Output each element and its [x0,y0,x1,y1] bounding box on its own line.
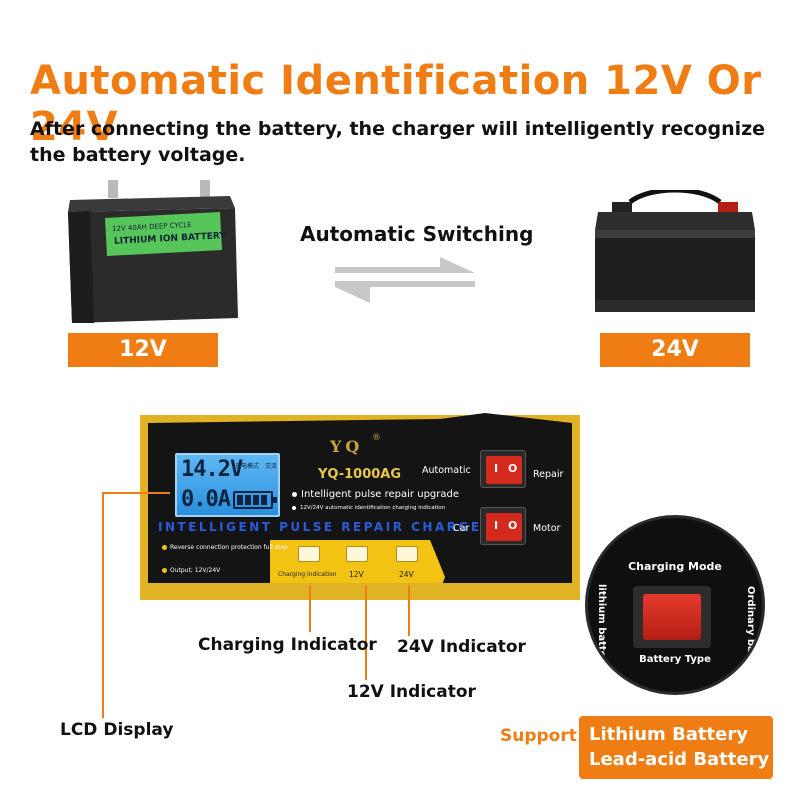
voltage-badge-12v: 12V [68,333,218,367]
zoomed-rocker-switch [633,586,711,648]
registered-mark: ® [372,433,381,443]
lcd-current: 0.0A [181,487,231,512]
lithium-battery-image [68,180,238,323]
page-title: Automatic Identification 12V Or 24V [30,58,762,150]
motor-label: Motor [533,523,561,534]
zoomed-rocker-face [643,594,701,640]
24v-indicator-callout: 24V Indicator [397,637,526,657]
12v-indicator-callout: 12V Indicator [347,682,476,702]
feature-line-2: 12V/24V automatic identification chargin… [292,505,445,511]
lcd-ac-text: 交流 [265,463,278,470]
rocker-face: I O [486,513,522,541]
12v-indication-label: 12V [349,570,364,579]
rocker-off-mark: O [508,462,518,475]
support-label: Support [500,726,577,746]
switching-label: Automatic Switching [300,222,534,246]
lcd-voltage: 14.2V [181,457,243,482]
support-battery-list: Lithium Battery Lead-acid Battery [579,716,773,779]
car-label: Car [453,523,470,534]
rocker-on-mark: I [494,519,499,532]
lcd-display: 14.2V 0.0A 充电模式 交流 [175,453,280,517]
lead-acid-battery-image [595,190,755,312]
battery-level-icon [233,491,277,509]
lcd-mode-text: 充电模式 [235,463,260,470]
charging-indicator-light [298,546,320,562]
24v-indication-label: 24V [399,570,414,579]
support-lithium: Lithium Battery [589,724,748,745]
charger-banner: INTELLIGENT PULSE REPAIR CHARGER [158,520,494,534]
lcd-display-callout: LCD Display [60,720,174,740]
switch-zoom-detail: Charging Mode lithium battery Ordinary b… [585,515,765,695]
12v-indicator-light [346,546,368,562]
switch-arrows-icon [335,257,475,303]
charging-indication-label: Charging indication [278,571,337,578]
charger-panel: 14.2V 0.0A 充电模式 交流 YQ ® YQ-1000AG Intell… [140,405,580,600]
support-lead-acid: Lead-acid Battery [589,749,770,770]
rocker-face: I O [486,456,522,484]
mode-rocker-switch[interactable]: I O [480,450,526,488]
battery-type-label: Battery Type [639,654,711,665]
automatic-label: Automatic [422,465,471,476]
repair-label: Repair [533,469,564,480]
rocker-off-mark: O [508,519,518,532]
feature-line-1: Intelligent pulse repair upgrade [292,489,459,500]
lithium-battery-label: lithium battery [596,584,607,669]
page-subtitle: After connecting the battery, the charge… [30,118,766,166]
voltage-badge-24v: 24V [600,333,750,367]
protection-note: Reverse connection protection full stop [162,544,288,551]
charging-indicator-callout: Charging Indicator [198,635,377,655]
charging-mode-label: Charging Mode [628,560,722,573]
ordinary-battery-label: Ordinary battery [745,586,756,681]
rocker-on-mark: I [494,462,499,475]
model-number: YQ-1000AG [318,467,402,482]
type-rocker-switch[interactable]: I O [480,507,526,545]
24v-indicator-light [396,546,418,562]
output-note: Output; 12V/24V [162,567,220,574]
brand-logo: YQ [330,437,364,456]
